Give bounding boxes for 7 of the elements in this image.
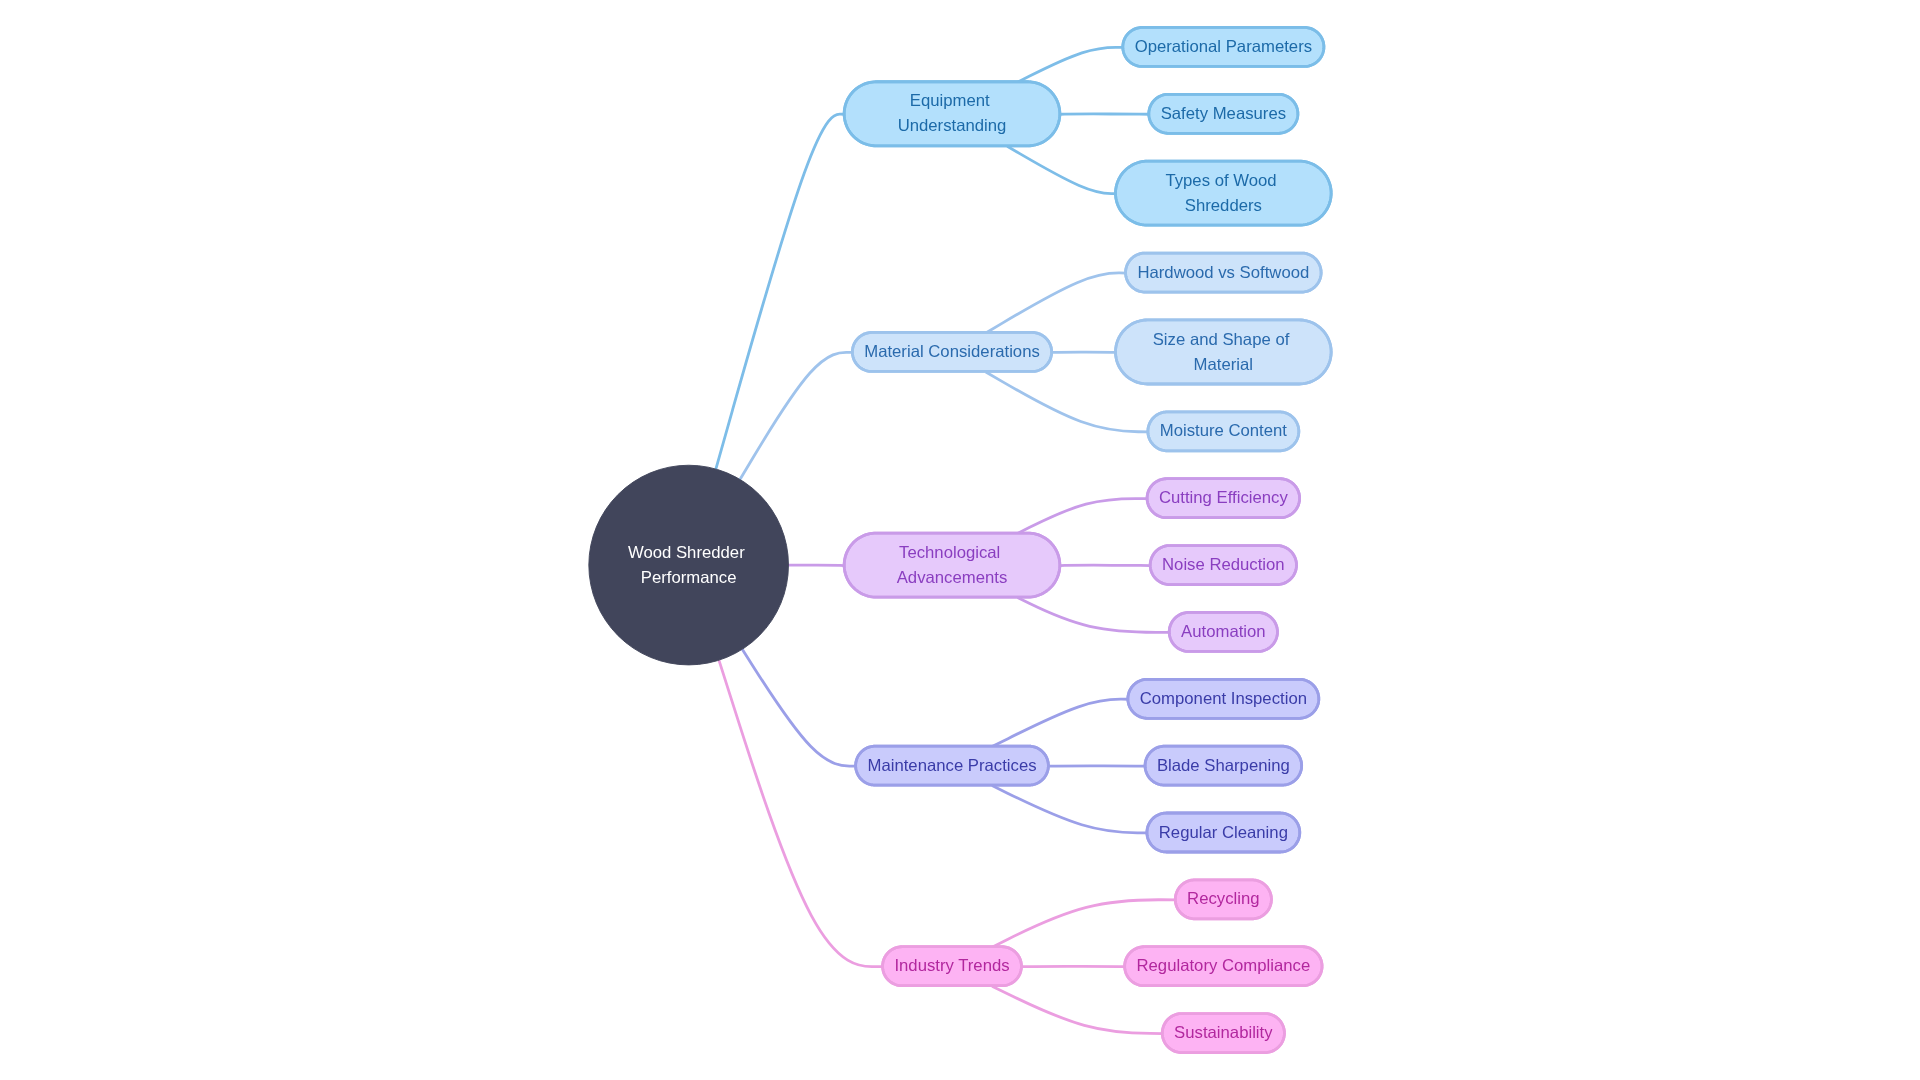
connector bbox=[1060, 563, 1151, 567]
connector bbox=[738, 350, 853, 481]
connector bbox=[788, 563, 845, 567]
connector bbox=[1006, 145, 1116, 196]
connector bbox=[1048, 764, 1146, 768]
connector bbox=[714, 112, 845, 470]
node-circle: Wood Shredder Performance bbox=[588, 464, 789, 666]
